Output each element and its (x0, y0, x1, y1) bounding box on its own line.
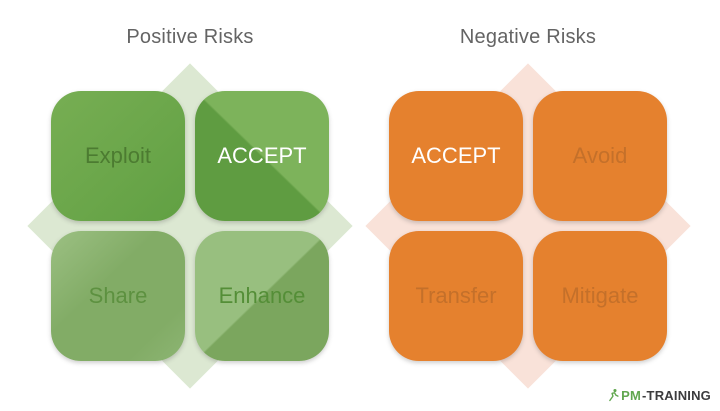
pm-training-logo: PM-TRAINING (608, 387, 711, 403)
risk-card-exploit: Exploit (51, 91, 185, 221)
risk-card-label: Avoid (572, 143, 628, 168)
positive-risks-title: Positive Risks (126, 26, 254, 48)
risk-card-transfer: Transfer (389, 231, 523, 361)
risk-card-label: ACCEPT (217, 143, 307, 168)
risk-card-label: Mitigate (561, 283, 639, 308)
logo-training-text: -TRAINING (642, 387, 711, 403)
risk-card-label: ACCEPT (411, 143, 501, 168)
negative-risks-grid: ACCEPT Avoid Transfer Mitigate (389, 91, 667, 361)
negative-risks-quadrant: ACCEPT Avoid Transfer Mitigate (365, 63, 691, 389)
positive-risks-grid: Exploit ACCEPT Share Enhance (51, 91, 329, 361)
risk-card-accept-negative: ACCEPT (389, 91, 523, 221)
logo-pm-text: PM (621, 387, 642, 403)
risk-card-accept-positive: ACCEPT (195, 91, 329, 221)
positive-risks-quadrant: Exploit ACCEPT Share Enhance (27, 63, 353, 389)
runner-icon (609, 388, 619, 402)
risk-card-share: Share (51, 231, 185, 361)
risk-card-avoid: Avoid (533, 91, 667, 221)
risk-card-mitigate: Mitigate (533, 231, 667, 361)
risk-card-label: Transfer (415, 283, 497, 308)
negative-risks-title: Negative Risks (459, 26, 597, 48)
risk-card-enhance: Enhance (195, 231, 329, 361)
risk-card-label: Share (88, 283, 148, 308)
risk-card-label: Exploit (84, 143, 152, 168)
risk-card-label: Enhance (218, 283, 306, 308)
